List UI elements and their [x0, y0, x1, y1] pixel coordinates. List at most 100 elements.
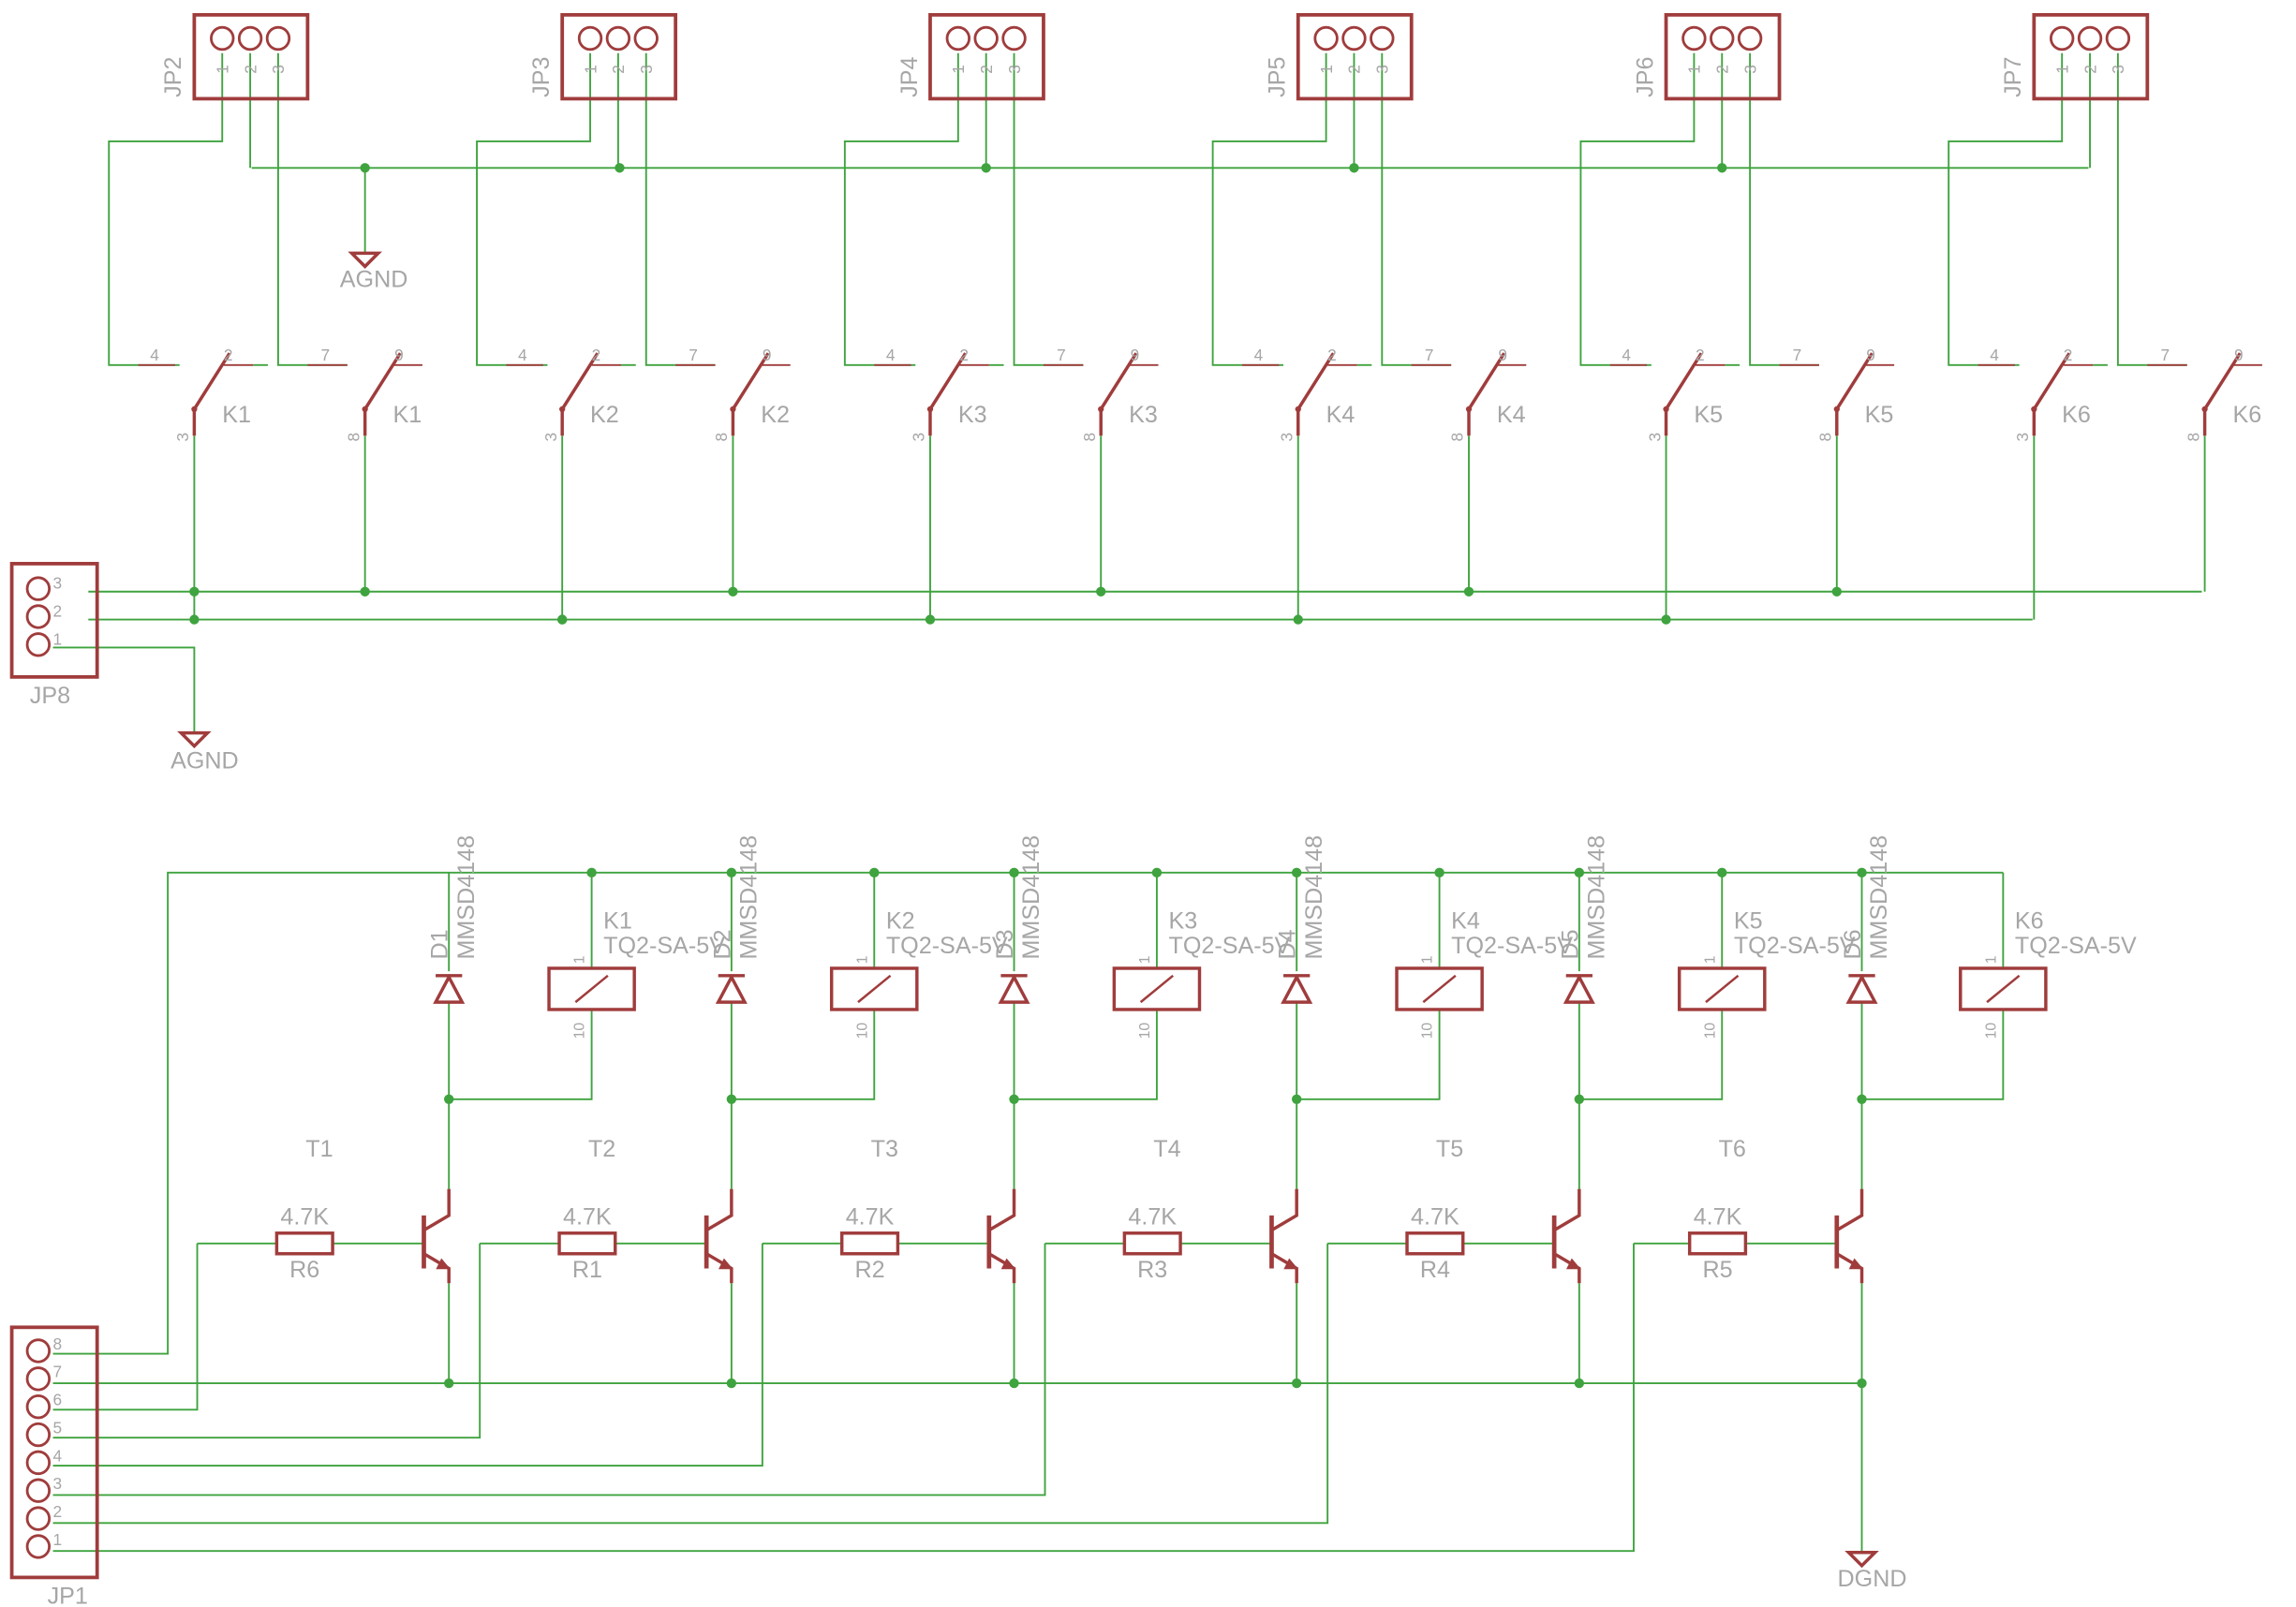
- contact-pivot: [362, 405, 368, 413]
- header-pin-number: 3: [53, 1474, 63, 1493]
- relay-coil: [1677, 966, 1767, 1011]
- contact-ref: K4: [1326, 402, 1355, 428]
- coil-part: TQ2-SA-5V: [2015, 933, 2137, 959]
- wire-jp1-pin6: [52, 1243, 199, 1411]
- junction-dot: [1717, 163, 1727, 173]
- relay-coil-slash: [574, 974, 609, 1004]
- junction-dot: [1009, 1094, 1019, 1104]
- transistor-collector: [1553, 1188, 1581, 1232]
- junction-dot: [1009, 1378, 1019, 1389]
- junction-dot: [981, 163, 991, 173]
- header-pin-number: 7: [53, 1363, 63, 1381]
- components: [9, 12, 2262, 1580]
- resistor: [1687, 1231, 1748, 1256]
- coil-pin-number: 10: [1137, 1023, 1153, 1039]
- diode-ref: D3: [992, 929, 1018, 959]
- header-ref-JP2: JP2: [160, 57, 186, 97]
- contact-pin-number: 4: [518, 346, 527, 364]
- resistor: [557, 1231, 617, 1256]
- diode-part: MMSD4148: [1866, 835, 1892, 960]
- junction-dot: [189, 586, 200, 597]
- diode-ref: D1: [427, 929, 453, 959]
- pin-header-JP6: [1664, 12, 1782, 101]
- contact-pivot: [730, 405, 736, 413]
- contact-pin-number: 7: [321, 346, 331, 364]
- coil-part: TQ2-SA-5V: [886, 933, 1008, 959]
- diode-ref: D2: [709, 929, 735, 959]
- wire-pin1: [476, 52, 591, 366]
- header-ref-JP5: JP5: [1265, 57, 1291, 97]
- resistor-value: 4.7K: [1411, 1203, 1459, 1230]
- pin-header-pad: [1710, 25, 1735, 52]
- contact-pin-number: 2: [1327, 346, 1337, 364]
- resistor-ref: R3: [1137, 1257, 1167, 1283]
- relay-coil-slash: [1422, 974, 1457, 1004]
- junction-dot: [1434, 867, 1444, 878]
- contact-pivot: [1098, 405, 1104, 413]
- transistor-collector: [422, 1188, 451, 1232]
- wire-jp1-pin1: [52, 1243, 1635, 1553]
- header-ref-JP8: JP8: [30, 683, 70, 709]
- contact-ref: K6: [2232, 402, 2261, 428]
- header-pin-number: 2: [1713, 65, 1732, 74]
- pin-header-pad: [577, 25, 603, 52]
- contact-pin-number: 8: [1080, 433, 1099, 442]
- pin-header-pad: [25, 576, 52, 601]
- contact-pivot: [1833, 405, 1840, 413]
- contact-ref: K1: [222, 402, 251, 428]
- wire-pin1: [1579, 52, 1696, 366]
- contact-pin-number: 8: [1816, 433, 1835, 442]
- pin-header-pad: [1370, 25, 1395, 52]
- diode-part: MMSD4148: [453, 835, 480, 960]
- junction-dot: [1292, 867, 1302, 878]
- junction-dot: [1574, 1378, 1585, 1389]
- header-pin-number: 3: [1005, 65, 1024, 74]
- pin-header-pad: [1313, 25, 1339, 52]
- wire-coil-bottom: [731, 1009, 876, 1100]
- pin-header-pad: [25, 1422, 52, 1448]
- contact-ref: K3: [1129, 402, 1158, 428]
- pin-header-pad: [25, 1366, 52, 1392]
- contact-pin-number: 9: [394, 346, 404, 364]
- resistor: [274, 1231, 334, 1256]
- emitter-arrow: [1566, 1258, 1581, 1270]
- contact-pivot: [191, 405, 198, 413]
- header-pin-number: 2: [53, 1502, 63, 1521]
- ground-symbol: [348, 251, 382, 269]
- wire-coil-bottom: [1861, 1009, 2005, 1100]
- wire-pin1: [108, 52, 224, 366]
- pin-header-pad: [25, 632, 52, 657]
- diode-ref: D4: [1275, 929, 1301, 959]
- junction-dot: [1574, 867, 1585, 878]
- coil-ref: K3: [1168, 908, 1197, 935]
- contact-pin-number: 9: [1131, 346, 1140, 364]
- header-pin-number: 3: [637, 65, 656, 74]
- wire-pin1: [1948, 52, 2064, 366]
- contact-pin-number: 4: [1254, 346, 1264, 364]
- resistor-value: 4.7K: [1128, 1203, 1177, 1230]
- coil-pin-number: 10: [572, 1023, 588, 1039]
- pin-header-pad: [265, 25, 291, 52]
- junction-dot: [1574, 1094, 1585, 1104]
- resistor-value: 4.7K: [563, 1203, 612, 1230]
- wire-jp1-pin5: [52, 1243, 481, 1439]
- relay-coil: [1112, 966, 1202, 1011]
- vcc-bus: [52, 871, 2004, 1355]
- coil-pin-number: 10: [854, 1023, 870, 1039]
- pin-header-pad: [1681, 25, 1707, 52]
- transistor-collector: [705, 1188, 733, 1232]
- header-ref-JP3: JP3: [528, 57, 555, 97]
- header-ref-JP6: JP6: [1632, 57, 1658, 97]
- header-pin-number: 3: [1741, 65, 1759, 74]
- contact-pin-number: 4: [1622, 346, 1631, 364]
- junction-dot: [869, 867, 880, 878]
- transistor-ref: T3: [871, 1136, 898, 1162]
- pin-header-pad: [25, 604, 52, 629]
- contact-ref: K2: [590, 402, 619, 428]
- agnd-label-jp8: AGND: [170, 747, 239, 774]
- junction-dot: [726, 867, 737, 878]
- contact-pin-number: 8: [344, 433, 363, 442]
- header-pin-number: 1: [53, 629, 63, 648]
- contact-pin-number: 2: [959, 346, 969, 364]
- pin-header-JP2: [192, 12, 310, 101]
